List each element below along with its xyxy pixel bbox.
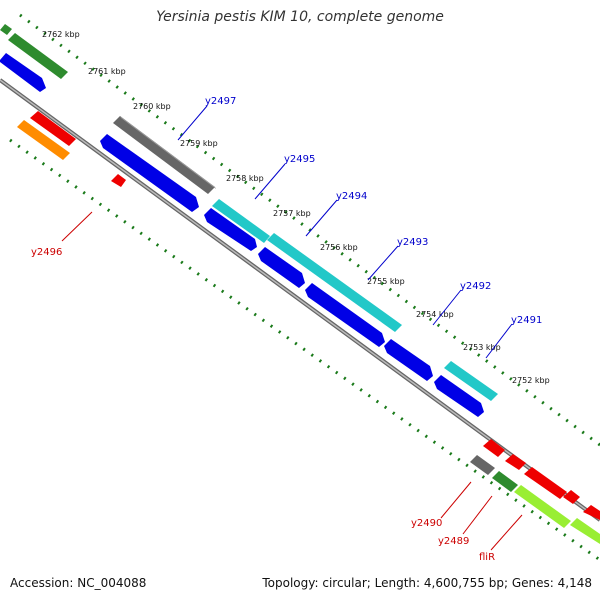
- tick-label: 2752 kbp: [512, 376, 550, 385]
- tick-label: 2758 kbp: [226, 174, 264, 183]
- gene-y2497[interactable]: [113, 116, 215, 194]
- forward-gene-labels: y2497 y2495 y2494 y2493 y2492 y2491: [205, 96, 542, 326]
- reverse-label-leaders: [61, 211, 523, 551]
- gene-y2494[interactable]: [267, 233, 402, 332]
- gene-label[interactable]: y2494: [336, 191, 367, 202]
- genome-summary: Topology: circular; Length: 4,600,755 bp…: [262, 576, 592, 590]
- reverse-genes[interactable]: [17, 111, 600, 544]
- gene-y2489[interactable]: [492, 471, 518, 492]
- gene-y2497-dark: [120, 116, 216, 189]
- gene-fliR[interactable]: [514, 485, 571, 528]
- gene-blue-1[interactable]: [100, 134, 199, 212]
- tick-label: 2761 kbp: [88, 67, 126, 76]
- tick-label: 2753 kbp: [463, 343, 501, 352]
- gene-y2495[interactable]: [212, 199, 270, 243]
- tick-label: 2759 kbp: [180, 139, 218, 148]
- gene-blue-4[interactable]: [305, 283, 385, 347]
- gene-red-b[interactable]: [505, 454, 526, 470]
- reverse-gene-labels: y2496 y2490 y2489 fliR: [31, 247, 495, 563]
- gene-left-blue[interactable]: [0, 53, 46, 92]
- gene-left-green[interactable]: [8, 33, 68, 79]
- gene-red-a[interactable]: [483, 439, 505, 457]
- forward-genes[interactable]: [0, 24, 498, 417]
- gene-label[interactable]: fliR: [479, 552, 495, 563]
- backbone-highlight: [0, 79, 600, 521]
- inner-tick-track: [9, 138, 600, 562]
- gene-blue-2[interactable]: [204, 208, 257, 251]
- tick-label: 2760 kbp: [133, 102, 171, 111]
- gene-y2496-orange[interactable]: [17, 120, 70, 160]
- gene-label[interactable]: y2489: [438, 536, 469, 547]
- gene-label[interactable]: y2493: [397, 237, 428, 248]
- gene-label[interactable]: y2495: [284, 154, 315, 165]
- gene-label[interactable]: y2496: [31, 247, 62, 258]
- gene-label[interactable]: y2490: [411, 518, 442, 529]
- tick-label: 2762 kbp: [42, 30, 80, 39]
- gene-left-green-2[interactable]: [0, 24, 12, 35]
- gene-red-c[interactable]: [524, 467, 567, 499]
- tick-labels: 2762 kbp 2761 kbp 2760 kbp 2759 kbp 2758…: [42, 30, 550, 385]
- forward-label-leaders: [177, 105, 513, 359]
- tick-label: 2755 kbp: [367, 277, 405, 286]
- gene-y2490[interactable]: [470, 455, 495, 475]
- gene-y2496-red[interactable]: [30, 111, 76, 146]
- gene-label[interactable]: y2491: [511, 315, 542, 326]
- tick-label: 2757 kbp: [273, 209, 311, 218]
- gene-y2491[interactable]: [444, 361, 498, 401]
- gene-blue-3[interactable]: [258, 247, 305, 288]
- gene-blue-6[interactable]: [434, 375, 484, 417]
- tick-label: 2754 kbp: [416, 310, 454, 319]
- gene-red-e[interactable]: [583, 505, 600, 520]
- gene-green-tail[interactable]: [570, 518, 600, 544]
- tick-label: 2756 kbp: [320, 243, 358, 252]
- gene-label[interactable]: y2492: [460, 281, 491, 292]
- gene-red-d[interactable]: [563, 490, 580, 504]
- gene-blue-5[interactable]: [384, 339, 433, 381]
- map-title: Yersinia pestis KIM 10, complete genome: [156, 9, 444, 25]
- outer-tick-track: [19, 13, 600, 447]
- gene-label[interactable]: y2497: [205, 96, 236, 107]
- accession-text: Accession: NC_004088: [10, 576, 147, 590]
- gene-y2496-small[interactable]: [111, 174, 126, 187]
